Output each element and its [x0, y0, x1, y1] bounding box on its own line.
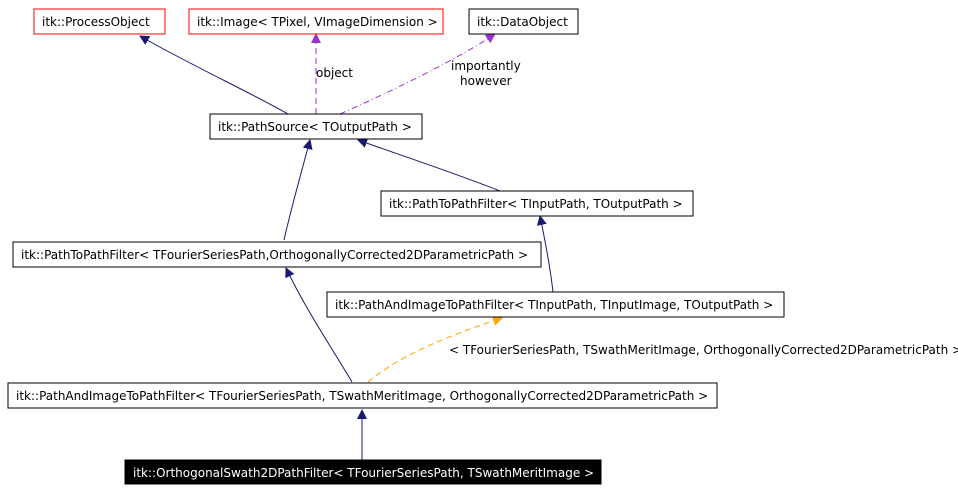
svg-text:itk::PathToPathFilter< TFourie: itk::PathToPathFilter< TFourierSeriesPat… [21, 248, 528, 262]
node-process-object[interactable]: itk::ProcessObject [33, 8, 166, 35]
edge-pathandimage-to-pathtopath [536, 215, 554, 293]
svg-text:itk::PathAndImageToPathFilter<: itk::PathAndImageToPathFilter< TFourierS… [16, 389, 708, 403]
svg-text:itk::DataObject: itk::DataObject [477, 15, 568, 29]
edge-pathtopath-fourier-to-pathsource [283, 139, 313, 241]
edge-label-template-args: < TFourierSeriesPath, TSwathMeritImage, … [449, 343, 958, 357]
edge-pathtopath-to-pathsource [357, 138, 501, 192]
edge-dataobject-to-pathsource [339, 33, 496, 115]
node-path-and-image-to-path-filter[interactable]: itk::PathAndImageToPathFilter< TInputPat… [326, 291, 785, 318]
edge-label-object: object [316, 66, 353, 80]
node-orthogonal-swath-filter: itk::OrthogonalSwath2DPathFilter< TFouri… [124, 459, 602, 485]
edge-label-importantly: importantly [451, 59, 521, 73]
svg-text:itk::Image< TPixel, VImageDime: itk::Image< TPixel, VImageDimension > [197, 15, 438, 29]
svg-text:itk::OrthogonalSwath2DPathFilt: itk::OrthogonalSwath2DPathFilter< TFouri… [133, 466, 594, 480]
node-path-source[interactable]: itk::PathSource< TOutputPath > [209, 113, 423, 140]
edge-template-instantiation [367, 316, 503, 383]
svg-text:itk::PathAndImageToPathFilter<: itk::PathAndImageToPathFilter< TInputPat… [335, 298, 773, 312]
edge-pathandimage-fourier-to-pathtopath-fourier [285, 267, 353, 383]
svg-text:itk::PathToPathFilter< TInputP: itk::PathToPathFilter< TInputPath, TOutp… [389, 197, 683, 211]
node-path-to-path-filter-fourier[interactable]: itk::PathToPathFilter< TFourierSeriesPat… [12, 241, 542, 268]
node-path-and-image-to-path-filter-fourier[interactable]: itk::PathAndImageToPathFilter< TFourierS… [7, 382, 718, 409]
edge-label-however: however [460, 74, 512, 88]
node-data-object[interactable]: itk::DataObject [468, 8, 579, 35]
svg-text:itk::ProcessObject: itk::ProcessObject [42, 15, 150, 29]
node-image[interactable]: itk::Image< TPixel, VImageDimension > [188, 8, 444, 35]
svg-text:itk::PathSource< TOutputPath >: itk::PathSource< TOutputPath > [218, 120, 412, 134]
edge-pathsource-to-processobject [139, 35, 289, 115]
node-path-to-path-filter[interactable]: itk::PathToPathFilter< TInputPath, TOutp… [380, 190, 694, 217]
